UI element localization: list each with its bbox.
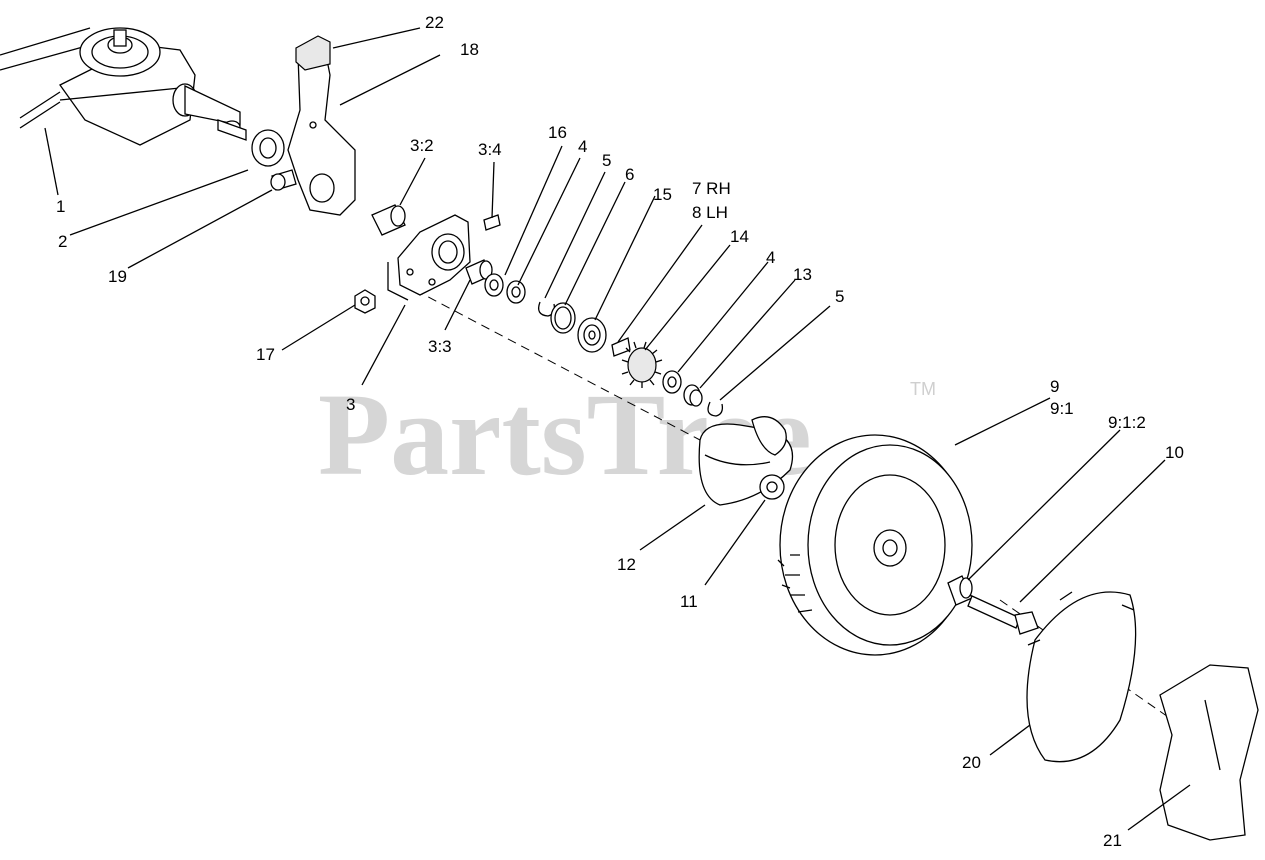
part-5-clip-second[interactable] bbox=[707, 401, 724, 417]
callout-7-rh: 7 RH bbox=[692, 179, 731, 198]
callout-16: 16 bbox=[548, 123, 567, 142]
callout-6: 6 bbox=[625, 165, 634, 184]
callout-21: 21 bbox=[1103, 831, 1122, 850]
callout-9: 9 bbox=[1050, 377, 1059, 396]
part-6-ring[interactable] bbox=[550, 302, 576, 334]
callout-3-3: 3:3 bbox=[428, 337, 452, 356]
part-3-housing[interactable] bbox=[387, 214, 471, 301]
callout-13: 13 bbox=[793, 265, 812, 284]
callout-3-4: 3:4 bbox=[478, 140, 502, 159]
callout-labels: 1 2 19 22 18 3:2 3:4 16 4 5 6 15 7 RH 8 … bbox=[56, 13, 1184, 850]
callout-8-lh: 8 LH bbox=[692, 203, 728, 222]
part-22-grip[interactable] bbox=[295, 35, 331, 71]
part-14-gear[interactable] bbox=[621, 341, 663, 388]
callout-17: 17 bbox=[256, 345, 275, 364]
callout-1: 1 bbox=[56, 197, 65, 216]
leader-lines bbox=[44, 27, 1191, 831]
callout-11: 11 bbox=[680, 592, 698, 611]
callout-2: 2 bbox=[58, 232, 67, 251]
part-10-bolt[interactable] bbox=[967, 595, 1039, 635]
callout-4-second: 4 bbox=[766, 248, 775, 267]
part-9-wheel[interactable] bbox=[777, 434, 973, 656]
part-21-cap[interactable] bbox=[1159, 664, 1259, 841]
part-11-washer[interactable] bbox=[759, 474, 785, 500]
callout-10: 10 bbox=[1165, 443, 1184, 462]
callout-14: 14 bbox=[730, 227, 749, 246]
callout-19: 19 bbox=[108, 267, 127, 286]
part-4-washer-second[interactable] bbox=[662, 370, 682, 394]
part-1-transmission[interactable] bbox=[0, 27, 247, 146]
callout-5: 5 bbox=[602, 151, 611, 170]
callout-3-2: 3:2 bbox=[410, 136, 434, 155]
callout-4: 4 bbox=[578, 137, 587, 156]
callout-22: 22 bbox=[425, 13, 444, 32]
callout-12: 12 bbox=[617, 555, 636, 574]
part-20-hubcap[interactable] bbox=[1026, 591, 1137, 763]
callout-20: 20 bbox=[962, 753, 981, 772]
callout-5-second: 5 bbox=[835, 287, 844, 306]
part-16-washer[interactable] bbox=[484, 273, 504, 297]
part-15-bearing[interactable] bbox=[577, 317, 607, 353]
callout-9-1-2: 9:1:2 bbox=[1108, 413, 1146, 432]
trademark-mark: TM bbox=[910, 379, 936, 399]
part-2-washer[interactable] bbox=[251, 129, 285, 167]
callout-15: 15 bbox=[653, 185, 672, 204]
axis-line bbox=[414, 289, 701, 441]
part-3-4-screw[interactable] bbox=[483, 214, 501, 231]
part-3-2-bushing[interactable] bbox=[371, 204, 406, 236]
part-7-8-pawl[interactable] bbox=[611, 337, 631, 357]
part-3-3-bushing[interactable] bbox=[465, 259, 493, 285]
callout-3: 3 bbox=[346, 395, 355, 414]
part-4-washer[interactable] bbox=[506, 280, 526, 304]
part-17-nut[interactable] bbox=[354, 289, 376, 314]
part-19-bolt[interactable] bbox=[270, 169, 297, 191]
callout-18: 18 bbox=[460, 40, 479, 59]
part-9-1-2-bushing[interactable] bbox=[947, 575, 973, 606]
part-18-bracket[interactable] bbox=[287, 49, 356, 216]
part-13-spacer[interactable] bbox=[683, 384, 703, 407]
callout-9-1: 9:1 bbox=[1050, 399, 1074, 418]
